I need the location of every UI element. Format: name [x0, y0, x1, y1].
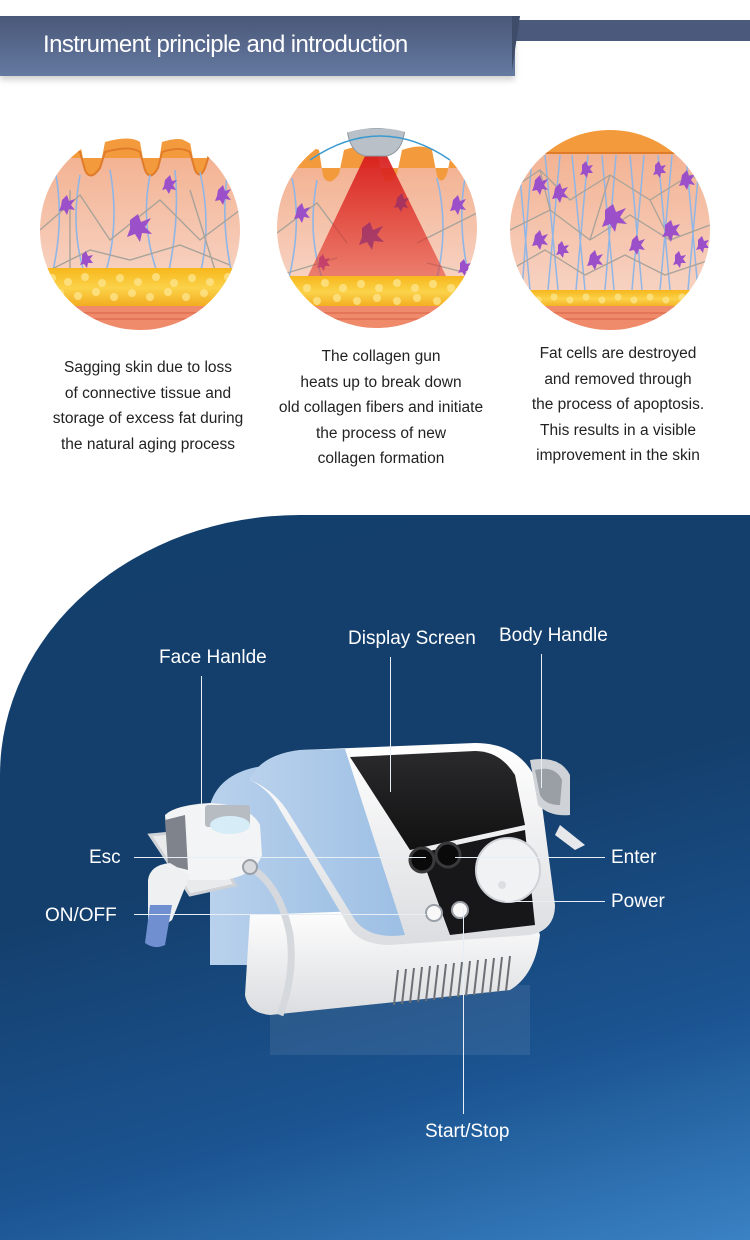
start-stop-leader-line: [463, 908, 464, 1114]
face-handle-label: Face Hanlde: [159, 647, 267, 668]
enter-leader-line: [455, 857, 605, 858]
power-label: Power: [611, 891, 665, 912]
fat-cells-caption: Fat cells are destroyed and removed thro…: [531, 345, 705, 464]
probe-arc-outline: [309, 135, 451, 161]
face-handle-leader-line: [201, 676, 202, 804]
collagen-heating-diagram-icon: [277, 128, 477, 328]
on-off-leader-line: [134, 914, 426, 915]
banner-ribbon-tail: [515, 20, 750, 41]
section-header-banner: [0, 16, 515, 76]
body-handle-label: Body Handle: [499, 625, 608, 646]
display-screen-label: Display Screen: [348, 628, 476, 649]
on-off-label: ON/OFF: [45, 905, 117, 926]
banner-fold: [512, 16, 520, 70]
improved-skin-diagram-icon: [510, 130, 710, 330]
display-screen-leader-line: [390, 657, 391, 792]
power-leader-line: [505, 901, 605, 902]
sagging-skin-diagram-icon: [40, 130, 240, 330]
rf-machine-illustration: [145, 743, 585, 1055]
enter-label: Enter: [611, 847, 657, 868]
start-stop-label: Start/Stop: [425, 1121, 510, 1142]
sagging-skin-caption: Sagging skin due to loss of connective t…: [52, 359, 244, 453]
esc-leader-line: [134, 857, 426, 858]
body-handle-leader-line: [541, 654, 542, 788]
collagen-gun-caption: The collagen gun heats up to break down …: [278, 348, 484, 467]
esc-label: Esc: [89, 847, 121, 868]
section-title: Instrument principle and introduction: [43, 31, 408, 58]
